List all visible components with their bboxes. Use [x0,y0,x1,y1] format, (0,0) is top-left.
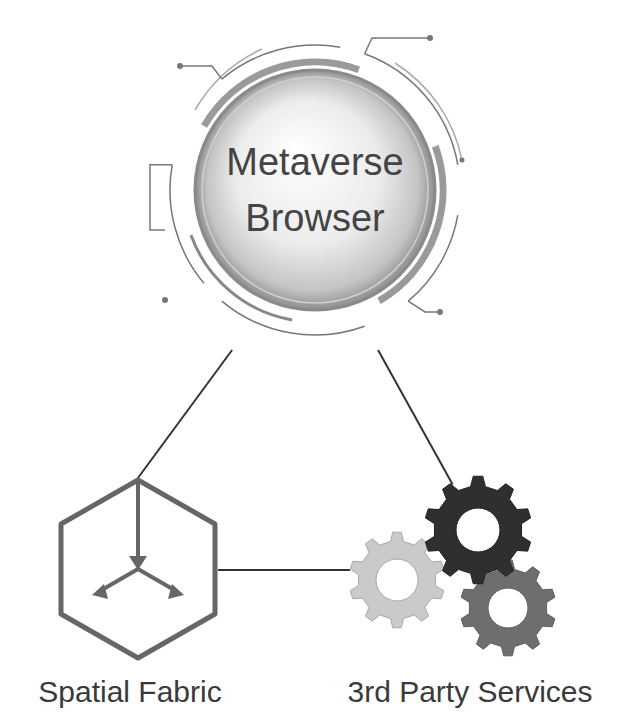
ring-dot [427,35,433,41]
connector-line [218,569,350,571]
sphere-shape [155,30,475,350]
node-label: Spatial Fabric [10,674,250,710]
cube-outline [61,480,215,658]
gears-node: 3rd Party Services [315,460,625,712]
connector-line [138,350,232,478]
bracket-line [180,66,222,79]
gear-icon [425,476,530,584]
cube-arrow-line [100,569,138,591]
bracket-line [408,301,440,312]
cube-arrowhead [168,584,184,599]
connector-line [378,350,453,485]
cube-arrowhead [129,556,147,570]
ring-dot [162,297,168,303]
sphere-node: Metaverse Browser [155,30,475,350]
ring-dot [437,309,443,315]
ring-dot [177,63,183,69]
bracket-line [150,165,172,230]
gears-shape [315,460,625,712]
cube-arrow-line [136,480,140,558]
cube-arrowhead [92,584,108,599]
browser-sphere [195,70,435,310]
cube-arrow-line [138,569,176,591]
node-label: 3rd Party Services [315,674,625,710]
ring-dot [460,158,465,163]
sphere-rim [202,77,428,303]
node-label: Metaverse Browser [205,134,425,246]
cube-node: Spatial Fabric [10,478,250,712]
bracket-line [365,38,430,54]
